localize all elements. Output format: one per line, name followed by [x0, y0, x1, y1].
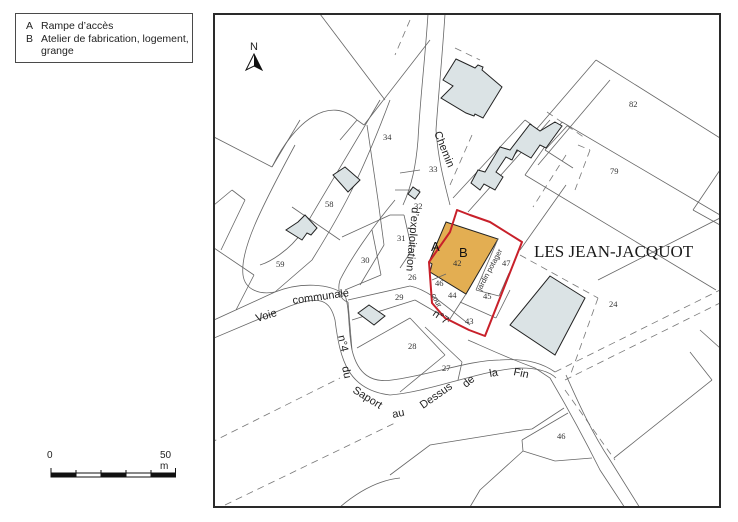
building	[470, 121, 563, 191]
parcel-34: 34	[383, 132, 392, 142]
parcel-28: 28	[408, 341, 417, 351]
legend-text: grange	[41, 45, 74, 57]
road-label-au: au	[391, 407, 405, 421]
road-label-fin: Fin	[512, 366, 529, 381]
scale-end-label: 50 m	[160, 450, 172, 472]
parcel-46-south: 46	[557, 431, 566, 441]
map-frame	[213, 13, 721, 508]
scale-start-label: 0	[47, 450, 53, 461]
parcel-30: 30	[361, 255, 370, 265]
legend-item-b-cont: grange	[26, 45, 192, 58]
parcel-32: 32	[414, 201, 423, 211]
building	[332, 166, 361, 193]
building	[357, 304, 386, 326]
legend-item-b: B Atelier de fabrication, logement,	[26, 33, 192, 46]
parcel-numbers: 82 79 34 33 32 58 59 31 30 26 29 28 27 4…	[276, 99, 638, 441]
parcel-lines	[214, 14, 720, 507]
parcel-31: 31	[397, 233, 406, 243]
parcel-45: 45	[483, 291, 492, 301]
road-label-dessus: Dessus	[418, 380, 455, 411]
road-label-communale: communale	[292, 287, 350, 307]
marker-b: B	[459, 245, 468, 260]
building	[509, 275, 586, 356]
legend-key: B	[26, 32, 34, 45]
parcel-47: 47	[502, 258, 511, 268]
parcel-33: 33	[429, 164, 438, 174]
property-boundary	[428, 209, 523, 337]
road-label-du: du	[339, 365, 353, 379]
parcel-58: 58	[325, 199, 334, 209]
road-label-n4: n°4	[335, 334, 350, 353]
north-label: N	[250, 41, 258, 53]
parcel-79: 79	[610, 166, 619, 176]
parcel-46: 46	[435, 278, 444, 288]
north-arrow-fill	[254, 54, 262, 70]
legend-item-a: A Rampe d’accès	[26, 20, 192, 33]
parcel-26: 26	[408, 272, 417, 282]
legend-key: A	[26, 20, 34, 32]
building	[285, 214, 318, 241]
buildings	[285, 58, 586, 356]
road-label-voie: Voie	[254, 307, 278, 325]
parcel-44: 44	[448, 290, 457, 300]
scale-bar-graphic	[50, 468, 176, 478]
building	[440, 58, 503, 119]
road-label-exploitation: d’exploitation	[403, 207, 421, 272]
legend-text: Atelier de fabrication, logement,	[41, 32, 189, 45]
marker-a: A	[431, 239, 440, 254]
parcel-27: 27	[442, 363, 451, 373]
parcel-42: 42	[453, 258, 462, 268]
road-label-la: la	[488, 366, 499, 379]
legend-text: Rampe d’accès	[41, 20, 114, 32]
parcel-59: 59	[276, 259, 285, 269]
parcel-43: 43	[465, 316, 474, 326]
map-legend: A Rampe d’accès B Atelier de fabrication…	[15, 13, 193, 63]
parcel-24: 24	[609, 299, 618, 309]
parcel-29: 29	[395, 292, 404, 302]
building	[407, 186, 421, 200]
scale-bar: 0 50 m	[46, 450, 176, 480]
parcel-82: 82	[629, 99, 638, 109]
north-arrow: N	[244, 41, 264, 72]
place-name: LES JEAN-JACQUOT	[534, 242, 694, 261]
